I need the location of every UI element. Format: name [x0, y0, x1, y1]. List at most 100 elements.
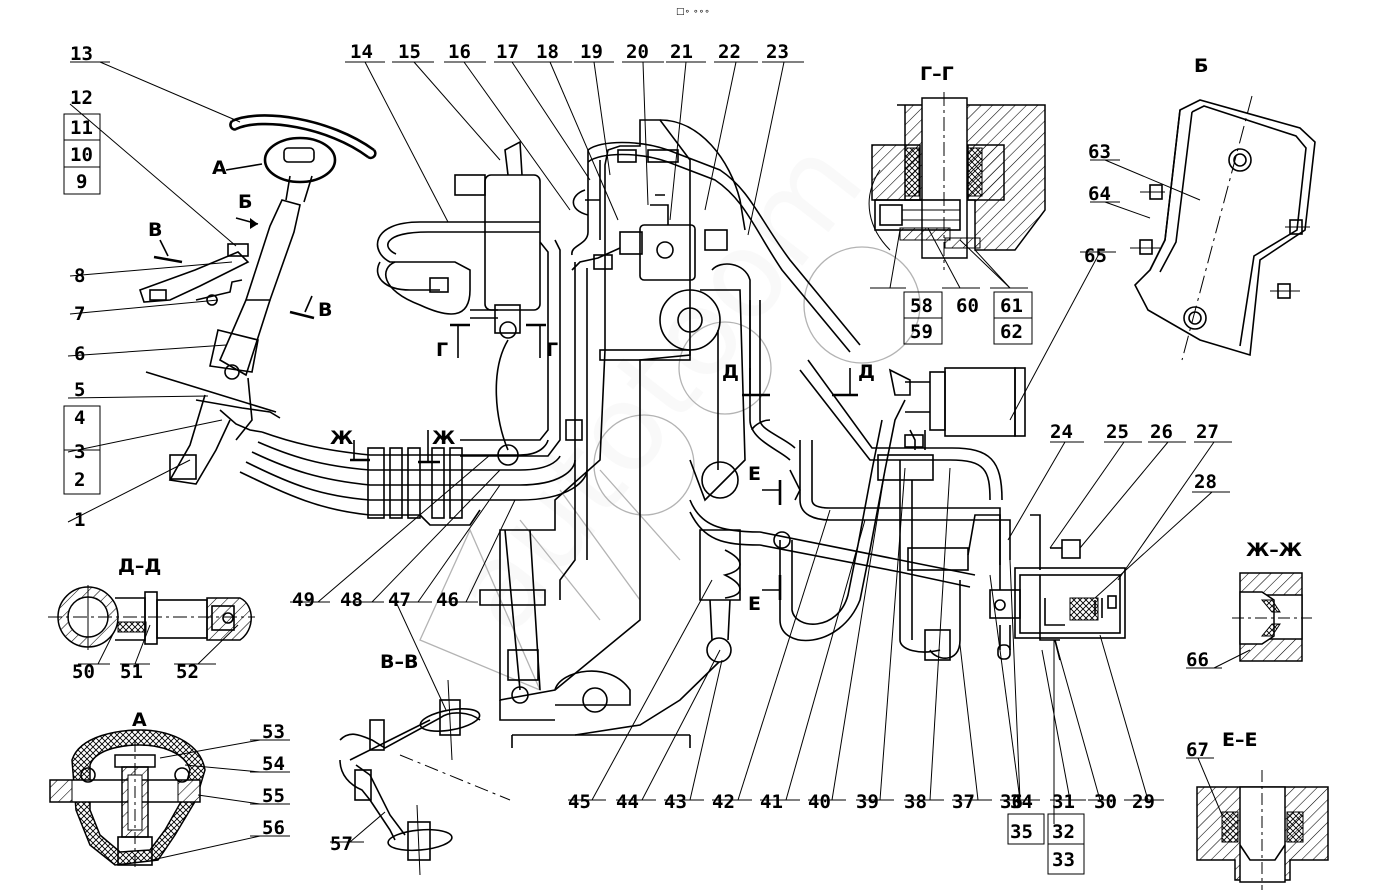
svg-text:Е: Е [748, 463, 761, 485]
section-e-e: Е–Е [1196, 729, 1329, 890]
label-frames [63, 113, 1085, 875]
part-label: 39 [856, 791, 879, 813]
part-label: 60 [956, 295, 979, 317]
part-label: 24 [1050, 421, 1073, 443]
steering-column [145, 199, 301, 485]
part-label: 8 [74, 265, 85, 287]
part-label: 31 [1052, 791, 1075, 813]
part-label: 17 [496, 41, 519, 63]
section-v-v: В–В [339, 651, 511, 876]
part-label: 12 [70, 87, 93, 109]
pump-unit [989, 514, 1126, 661]
svg-text:Д: Д [722, 361, 739, 383]
part-label: 56 [262, 817, 285, 839]
part-label: 48 [340, 589, 363, 611]
part-label: 59 [910, 321, 933, 343]
part-label: 47 [388, 589, 411, 611]
part-label: 29 [1132, 791, 1155, 813]
part-label: 37 [952, 791, 975, 813]
part-label: 23 [766, 41, 789, 63]
view-a-title: А [132, 709, 147, 731]
section-b-title: Б [1194, 55, 1208, 77]
part-label: 33 [1052, 849, 1075, 871]
gearbox-housing [499, 119, 721, 748]
svg-text:Г: Г [546, 339, 558, 361]
section-zh-zh-title: Ж–Ж [1246, 539, 1302, 561]
part-label: 52 [176, 661, 199, 683]
part-label: 20 [626, 41, 649, 63]
section-d-d: Д–Д [48, 555, 255, 650]
part-label: 63 [1088, 141, 1111, 163]
part-label: 4 [74, 407, 85, 429]
svg-text:А: А [212, 157, 227, 179]
part-label: 40 [808, 791, 831, 813]
part-label: 57 [330, 833, 353, 855]
top-note: □∘ ∘∘∘ [676, 7, 710, 17]
part-label: 25 [1106, 421, 1129, 443]
part-label: 50 [72, 661, 95, 683]
part-label: 42 [712, 791, 735, 813]
part-label: 64 [1088, 183, 1111, 205]
svg-text:Е: Е [748, 593, 761, 615]
svg-text:В: В [318, 299, 332, 321]
part-label: 5 [74, 379, 85, 401]
control-valve [571, 194, 696, 281]
part-label: 6 [74, 343, 85, 365]
part-label: 30 [1094, 791, 1117, 813]
part-label: 9 [76, 171, 87, 193]
part-label: 18 [536, 41, 559, 63]
part-label: 21 [670, 41, 693, 63]
part-label: 38 [904, 791, 927, 813]
pipe-bundle-top [559, 119, 861, 600]
part-label: 27 [1196, 421, 1219, 443]
part-label: 45 [568, 791, 591, 813]
part-label: 41 [760, 791, 783, 813]
part-label: 49 [292, 589, 315, 611]
part-label: 13 [70, 43, 93, 65]
leader-lines [67, 61, 1251, 861]
section-g-g: Г–Г [868, 63, 1046, 270]
part-label: 46 [436, 589, 459, 611]
part-label: 36 [1000, 791, 1023, 813]
part-label: 22 [718, 41, 741, 63]
view-a-detail: А [49, 709, 206, 868]
adjustment-lever [138, 243, 250, 306]
part-label: 11 [70, 117, 93, 139]
part-label: 10 [70, 144, 93, 166]
section-e-e-title: Е–Е [1222, 729, 1257, 751]
svg-text:Г: Г [436, 339, 448, 361]
svg-text:Ж: Ж [330, 427, 353, 449]
part-label: 19 [580, 41, 603, 63]
steering-wheel [229, 114, 377, 203]
part-label: 61 [1000, 295, 1023, 317]
drag-link [479, 529, 546, 704]
section-b-view: Б [1130, 55, 1316, 361]
section-markers: А Б В В Г Г Д Д Е Е Ж Ж [148, 157, 875, 615]
svg-text:Д: Д [858, 361, 875, 383]
power-steering-reservoir-cylinder [904, 367, 1026, 450]
part-label: 1 [74, 509, 85, 531]
part-label: 3 [74, 441, 85, 463]
part-label: 35 [1010, 821, 1033, 843]
part-label: 34 [1010, 791, 1033, 813]
part-label: 15 [398, 41, 421, 63]
part-label: 53 [262, 721, 285, 743]
part-label: 65 [1084, 245, 1107, 267]
section-zh-zh: Ж–Ж [1232, 539, 1312, 662]
part-label: 54 [262, 753, 285, 775]
hose-manifold [239, 431, 588, 526]
svg-text:Ж: Ж [432, 427, 455, 449]
part-label: 66 [1186, 649, 1209, 671]
part-label: 2 [74, 469, 85, 491]
part-label: 55 [262, 785, 285, 807]
part-label: 62 [1000, 321, 1023, 343]
part-label: 67 [1186, 739, 1209, 761]
part-label: 16 [448, 41, 471, 63]
part-label: 14 [350, 41, 373, 63]
hydraulic-pipes-left [376, 221, 561, 457]
section-g-g-title: Г–Г [920, 63, 954, 85]
part-label: 44 [616, 791, 639, 813]
watermark-text: autotoom [423, 115, 890, 658]
part-label: 51 [120, 661, 143, 683]
